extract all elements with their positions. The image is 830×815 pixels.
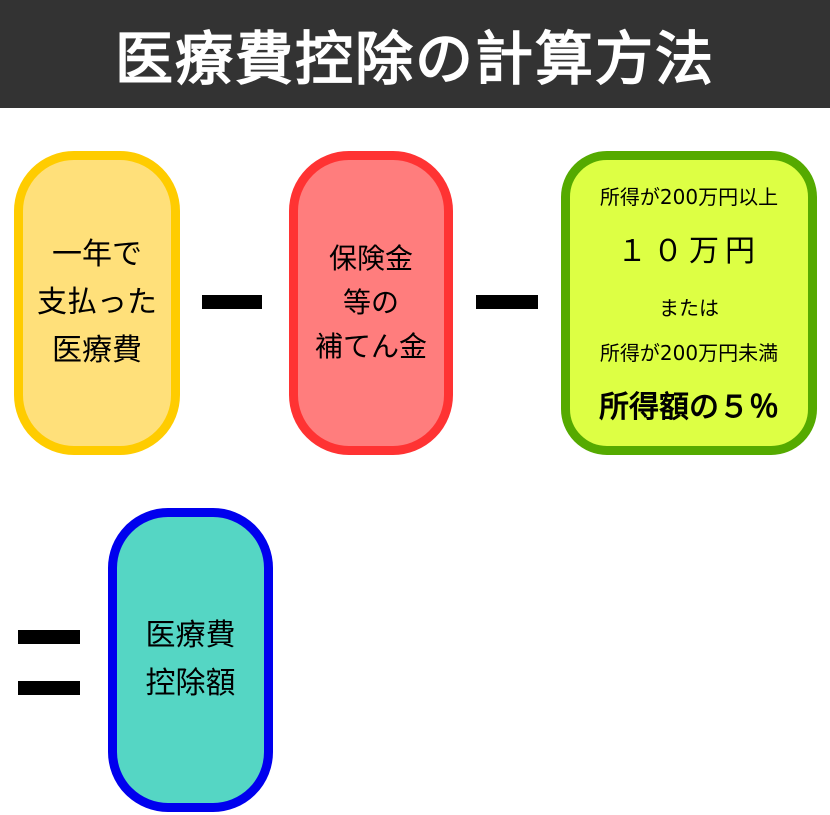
- threshold-or: または: [659, 295, 719, 320]
- deduction-result-label: 医療費 控除額: [145, 618, 236, 701]
- title-banner: 医療費控除の計算方法: [0, 0, 830, 108]
- insurance-compensation-box: 保険金 等の 補てん金: [289, 151, 453, 455]
- insurance-compensation-label: 保険金 等の 補てん金: [314, 242, 427, 363]
- threshold-rate: 所得額の５％: [599, 389, 779, 425]
- threshold-amount: １０万円: [617, 233, 761, 269]
- medical-expenses-paid-label: 一年で 支払った 医療費: [37, 237, 157, 368]
- equals-sign-top-bar: [18, 630, 80, 644]
- minus-sign-2: [476, 295, 538, 309]
- medical-expenses-paid-box: 一年で 支払った 医療費: [14, 151, 180, 455]
- threshold-box: 所得が200万円以上 １０万円 または 所得が200万円未満 所得額の５％: [561, 151, 817, 455]
- page-title: 医療費控除の計算方法: [114, 25, 715, 93]
- equals-sign-bottom-bar: [18, 681, 80, 695]
- deduction-result-box: 医療費 控除額: [108, 508, 273, 812]
- threshold-condition-over: 所得が200万円以上: [599, 184, 779, 209]
- threshold-condition-under: 所得が200万円未満: [599, 340, 779, 365]
- minus-sign-1: [202, 295, 262, 309]
